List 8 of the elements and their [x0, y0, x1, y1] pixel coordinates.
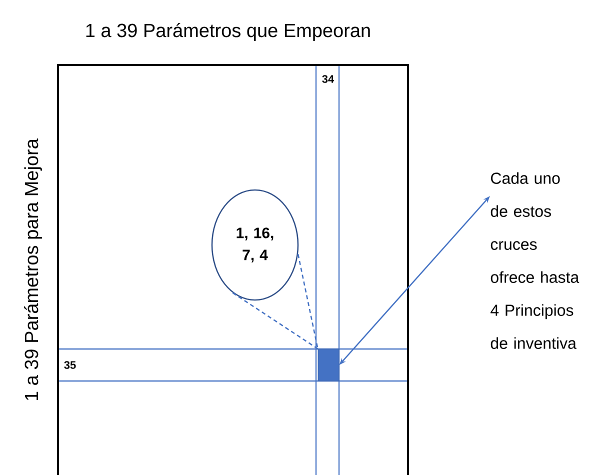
leader-line [297, 254, 318, 349]
axis-title: 1 a 39 Parámetros que Empeoran [86, 23, 370, 41]
axis-title: 1 a 39 Parámetros para Mejora [24, 138, 42, 400]
leader-line [232, 292, 318, 350]
column-number: 34 [322, 75, 334, 83]
note-text: Cada uno de estos cruces ofrece hasta 4 Principios de inventiva [490, 172, 580, 349]
intersection-cell [318, 348, 340, 382]
row-number: 35 [64, 361, 76, 369]
